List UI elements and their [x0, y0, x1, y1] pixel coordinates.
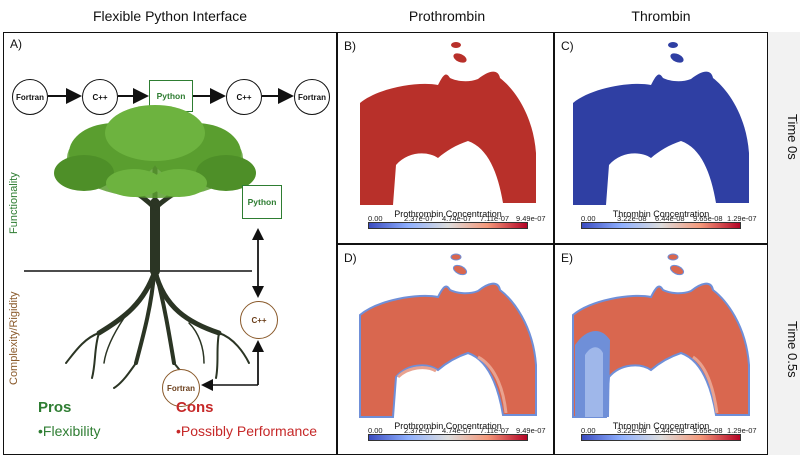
- time-label-t05: Time 0.5s: [785, 320, 800, 378]
- colorbar-b: [368, 222, 528, 229]
- colorbar-d-tick-2: 4.74e-07: [442, 426, 472, 435]
- colorbar-e-tick-0: 0.00: [581, 426, 596, 435]
- tree-canopy: [54, 105, 256, 198]
- panel-e-label: E): [561, 251, 573, 265]
- colorbar-d-tick-3: 7.11e-07: [480, 426, 510, 435]
- colorbar-b-tick-2: 4.74e-07: [442, 214, 472, 223]
- time-label-t05-band: Time 0.5s: [768, 244, 800, 455]
- colorbar-b-tick-3: 7.11e-07: [480, 214, 510, 223]
- panel-e: E) Thrombin Concentration 0.00 3.22e-08 …: [554, 244, 768, 455]
- colorbar-e: [581, 434, 741, 441]
- colorbar-d-tick-1: 2.37e-07: [404, 426, 434, 435]
- stack-arrows: [201, 228, 264, 391]
- panel-c-label: C): [561, 39, 574, 53]
- thrombin-t05-field: [572, 253, 750, 418]
- pros-item: •Flexibility: [38, 423, 101, 439]
- time-label-t0: Time 0s: [785, 114, 800, 160]
- colorbar-b-title: Prothrombin Concentration: [394, 209, 502, 219]
- colorbar-c-tick-3: 9.65e-08: [693, 214, 723, 223]
- colorbar-d-tick-4: 9.49e-07: [516, 426, 546, 435]
- stack-python: Python: [242, 185, 282, 219]
- colorbar-b-tick-4: 9.49e-07: [516, 214, 546, 223]
- prothrombin-t05-field: [359, 253, 537, 418]
- complexity-label: Complexity/Rigidity: [8, 291, 20, 385]
- panel-a-graphics: [24, 88, 294, 391]
- colorbar-b-tick-0: 0.00: [368, 214, 383, 223]
- colorbar-d: [368, 434, 528, 441]
- stack-cpp: C++: [240, 301, 278, 339]
- pros-title: Pros: [38, 399, 72, 416]
- colorbar-e-tick-1: 3.22e-08: [617, 426, 647, 435]
- thrombin-t0-field: [573, 42, 749, 205]
- cons-item: •Possibly Performance: [176, 423, 318, 439]
- flow-cpp-2: C++: [226, 79, 262, 115]
- colorbar-c-tick-4: 1.29e-07: [727, 214, 757, 223]
- panel-d-label: D): [344, 251, 357, 265]
- colorbar-c-tick-2: 6.44e-08: [655, 214, 685, 223]
- flow-fortran-1: Fortran: [12, 79, 48, 115]
- colorbar-c-title: Thrombin Concentration: [612, 209, 710, 219]
- colorbar-d-tick-0: 0.00: [368, 426, 383, 435]
- panel-b: B) Prothrombin Concentration 0.00 2.37e-…: [337, 32, 554, 244]
- cons-title: Cons: [176, 399, 214, 416]
- colorbar-b-tick-1: 2.37e-07: [404, 214, 434, 223]
- colorbar-e-tick-3: 9.65e-08: [693, 426, 723, 435]
- functionality-label: Functionality: [8, 172, 20, 234]
- panel-d: D) Prothrombin Concentration 0.00 2.37e-…: [337, 244, 554, 455]
- thrombin-column-header: Thrombin: [631, 8, 691, 24]
- left-column-header: Flexible Python Interface: [92, 8, 248, 24]
- flow-cpp-1: C++: [82, 79, 118, 115]
- panel-b-label: B): [344, 39, 356, 53]
- colorbar-e-tick-2: 6.44e-08: [655, 426, 685, 435]
- colorbar-c-tick-1: 3.22e-08: [617, 214, 647, 223]
- colorbar-e-title: Thrombin Concentration: [612, 421, 710, 431]
- stack-fortran: Fortran: [162, 369, 200, 407]
- panel-c: C) Thrombin Concentration 0.00 3.22e-08 …: [554, 32, 768, 244]
- tree-roots: [65, 268, 250, 389]
- panel-a: A) Fortran C++ Python C++ Fortran: [3, 32, 337, 455]
- prothrombin-t0-field: [360, 42, 536, 205]
- colorbar-d-title: Prothrombin Concentration: [394, 421, 502, 431]
- panel-a-label: A): [10, 37, 22, 51]
- prothrombin-column-header: Prothrombin: [408, 8, 486, 24]
- flow-fortran-2: Fortran: [294, 79, 330, 115]
- colorbar-c: [581, 222, 741, 229]
- colorbar-c-tick-0: 0.00: [581, 214, 596, 223]
- time-label-t0-band: Time 0s: [768, 32, 800, 244]
- colorbar-e-tick-4: 1.29e-07: [727, 426, 757, 435]
